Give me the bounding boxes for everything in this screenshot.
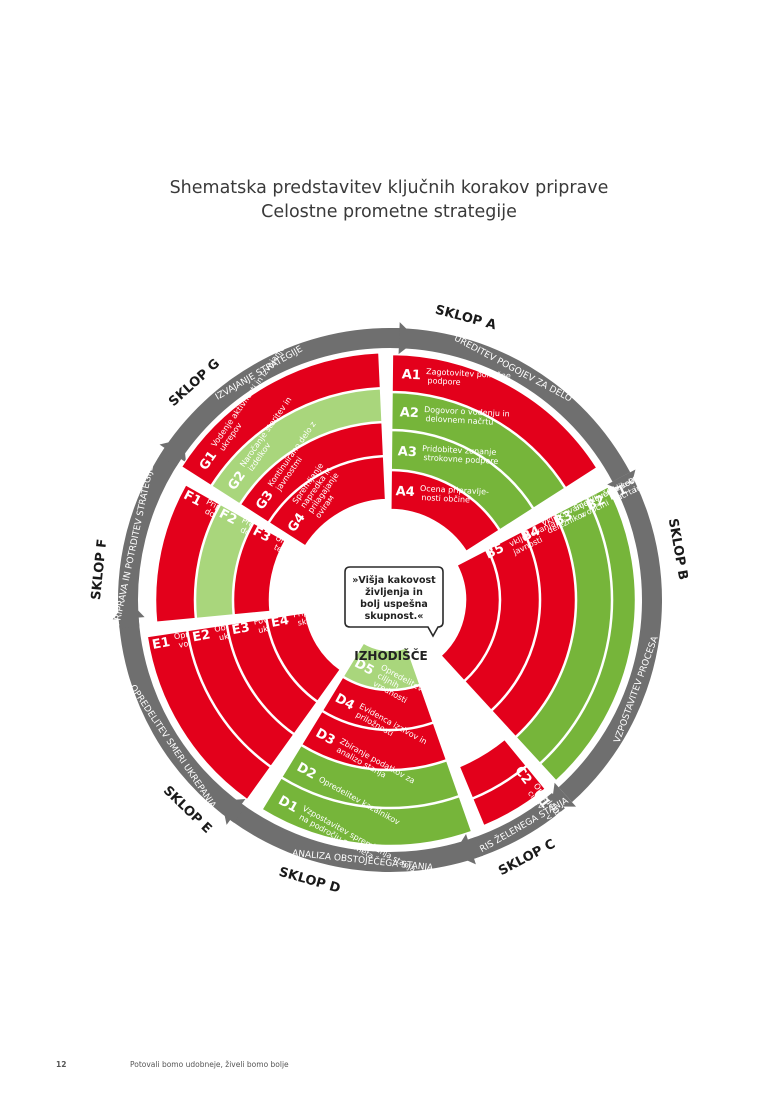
- center-label: IZHODIŠČE: [354, 648, 427, 663]
- step-code: E3: [231, 620, 251, 638]
- step-code: B3: [552, 508, 576, 530]
- step-segment-b3: [491, 513, 576, 738]
- step-code: F3: [250, 524, 273, 546]
- step-code: E4: [270, 613, 290, 631]
- step-segment-b4: [464, 530, 540, 711]
- title-line-2: Celostne prometne strategije: [261, 202, 517, 222]
- step-label-line: strokovne podpore: [423, 453, 498, 466]
- step-label-line: Zagotovitev politične: [426, 366, 511, 380]
- band-sklop-f: [117, 447, 182, 629]
- step-segment-e1: [146, 630, 272, 801]
- step-segment-d1: [261, 777, 473, 846]
- step-text-a3: A3 Pridobitev zunanjestrokovne podpore: [397, 443, 499, 466]
- band-sklop-g: [159, 328, 400, 467]
- step-segment-f1: [155, 484, 221, 623]
- step-a1: A1 Zagotovitev političnepodpore: [391, 354, 598, 489]
- step-code: F1: [181, 488, 204, 510]
- step-text-a4: A4 Ocena pripravlje-nosti občine: [395, 483, 489, 506]
- step-a4: A4 Ocena pripravlje-nosti občine: [390, 470, 500, 552]
- step-segment-g2: [211, 388, 383, 505]
- step-code: A4: [395, 484, 415, 500]
- step-code: A3: [397, 444, 417, 460]
- band-sklop-c: [467, 793, 565, 859]
- step-label-line: Pridobitev zunanje: [422, 444, 497, 457]
- step-text-a2: A2 Dogovor o vodenju indelovnem načrtu: [399, 404, 510, 428]
- band-sklop-d: [230, 803, 484, 873]
- step-d4: D4Evidenca izzivov inpriložnosti: [321, 676, 434, 746]
- step-code: B2: [584, 493, 608, 515]
- step-segment-g4: [268, 456, 387, 547]
- bubble-line-3: bolj uspešna: [360, 599, 428, 610]
- center-hub: »Višja kakovost življenja in bolj uspešn…: [344, 566, 444, 663]
- bubble-line-4: skupnost.«: [365, 611, 424, 622]
- step-segment-g3: [239, 422, 385, 523]
- step-segment-b5: [440, 548, 500, 682]
- sklop-label-d: SKLOP D: [277, 865, 342, 897]
- step-segment-d2: [281, 744, 460, 808]
- step-code: E1: [151, 635, 171, 653]
- title-line-1: Shematska predstavitev ključnih korakov …: [169, 178, 609, 198]
- step-segment-d3: [300, 710, 448, 770]
- step-segment-a1: [391, 354, 598, 489]
- step-segment-g1: [180, 352, 381, 487]
- step-text-e4: E4Priprava akcij-skega načrta: [270, 600, 352, 632]
- band-sklop-e: [118, 617, 246, 823]
- step-segment-a4: [390, 470, 500, 552]
- page-number: 12: [56, 1060, 67, 1069]
- sklop-label-f: SKLOP F: [89, 538, 110, 600]
- speech-bubble: [344, 566, 444, 638]
- step-label-line: Ocena pripravlje-: [420, 484, 489, 497]
- step-label-line: podpore: [427, 376, 461, 387]
- step-code: B1: [606, 482, 630, 504]
- step-segment-b2: [515, 497, 612, 764]
- band-arrow-g: [398, 322, 418, 355]
- step-code: E2: [191, 627, 211, 645]
- step-segment-d5: [342, 642, 421, 690]
- step-segment-e3: [226, 618, 318, 735]
- step-segment-e4: [266, 612, 341, 702]
- step-code: A2: [399, 405, 419, 421]
- step-segment-a2: [391, 392, 566, 509]
- step-segment-c2: [458, 738, 527, 799]
- step-segment-f2: [195, 503, 254, 619]
- step-code: F2: [216, 506, 239, 528]
- step-a3: A3 Pridobitev zunanjestrokovne podpore: [390, 430, 534, 531]
- step-label-line: delovnem načrtu: [425, 413, 493, 427]
- step-a2: A2 Dogovor o vodenju indelovnem načrtu: [391, 392, 566, 509]
- step-f3: F3Uradna potrdi-tev Strategije: [233, 522, 330, 616]
- step-segment-a3: [390, 430, 534, 531]
- step-segment-b1: [539, 486, 636, 782]
- sklop-label-a: SKLOP A: [433, 303, 497, 334]
- step-segment-c1: [472, 765, 546, 827]
- bubble-line-2: življenja in: [365, 587, 423, 598]
- band-sklop-a: [390, 328, 631, 482]
- band-sklop-b: [558, 472, 663, 803]
- step-d1: D1Vzpostavitev spremljanja stanjana podr…: [261, 777, 473, 874]
- step-g3: G3Kontinuirano delo zjavnostmi: [239, 420, 385, 523]
- step-segment-e2: [187, 624, 295, 767]
- step-segment-d4: [321, 676, 434, 730]
- step-segment-f3: [233, 522, 286, 616]
- sklop-label-b: SKLOP B: [665, 517, 691, 581]
- step-text-a1: A1 Zagotovitev političnepodpore: [401, 365, 511, 390]
- diagram-title: Shematska predstavitev ključnih korakov …: [0, 176, 778, 224]
- step-label-line: nosti občine: [421, 492, 470, 505]
- step-code: A1: [401, 367, 421, 383]
- step-code: B4: [519, 524, 543, 546]
- footer-slogan: Potovali bomo udobneje, živeli bomo bolj…: [130, 1060, 289, 1069]
- bubble-line-1: »Višja kakovost: [352, 575, 436, 586]
- step-label-line: Dogovor o vodenju in: [424, 405, 510, 418]
- step-code: B5: [483, 541, 507, 563]
